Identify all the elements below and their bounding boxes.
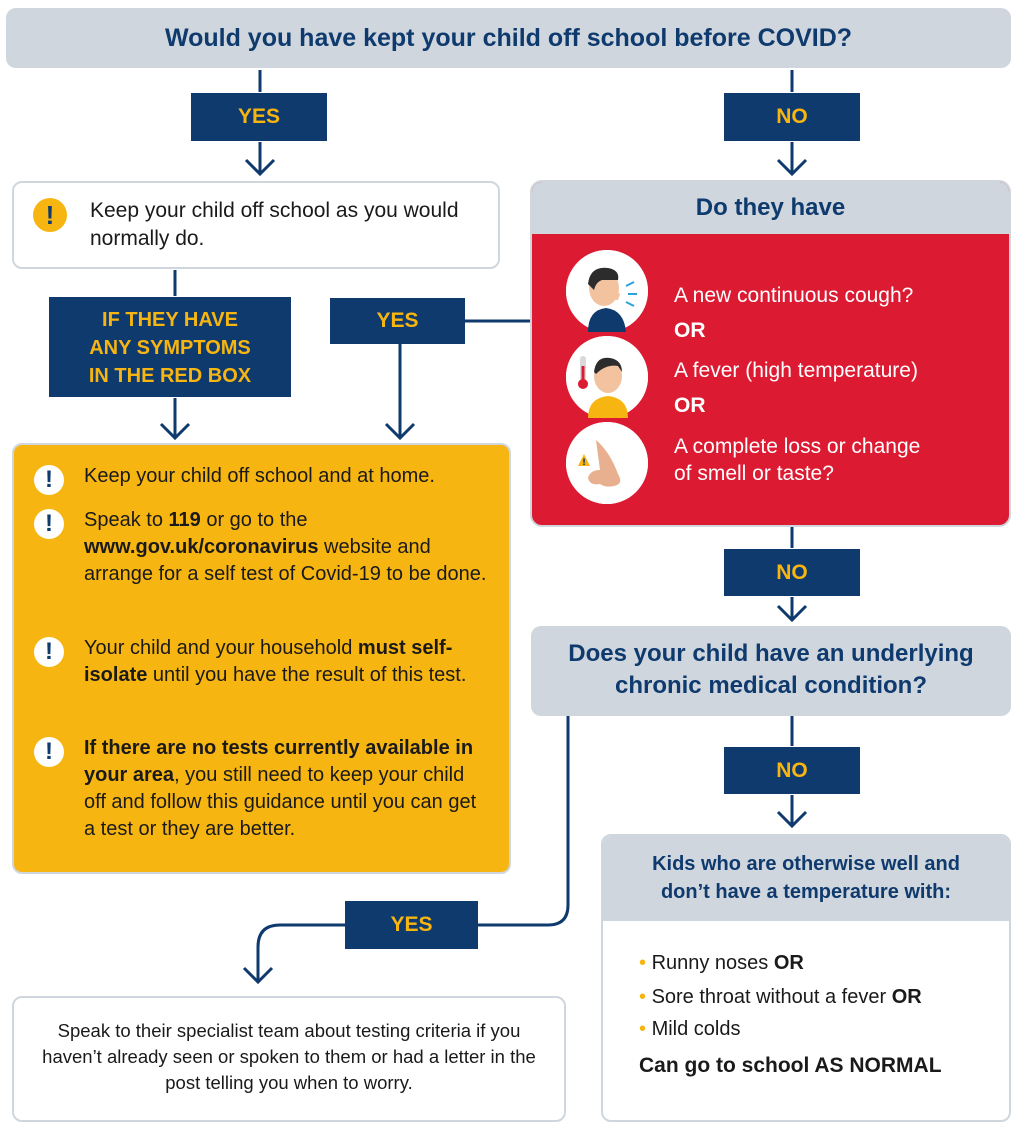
- self-isolate-box: ! Keep your child off school and at home…: [12, 443, 511, 874]
- svg-text:!: !: [582, 458, 586, 468]
- warning-icon: !: [33, 198, 67, 232]
- kids-item-runny: • Runny noses OR: [639, 952, 804, 974]
- if-symptoms-line-3: IN THE RED BOX: [88, 365, 252, 387]
- no-pill-mid: NO: [724, 549, 860, 596]
- question-top-banner: [6, 8, 1011, 68]
- symptom-smell-2: of smell or taste?: [674, 462, 834, 485]
- nose-avatar-icon: !: [566, 422, 648, 504]
- keep-off-box: [12, 181, 500, 269]
- kids-head-line-2: don’t have a temperature with:: [660, 881, 952, 903]
- yes-pill-mid: YES: [330, 298, 465, 344]
- cough-avatar-icon: [566, 250, 648, 332]
- can-go-text: Can go to school AS NORMAL: [639, 1054, 942, 1077]
- exclamation-icon: !: [34, 465, 64, 495]
- kids-panel: Kids who are otherwise well and don’t ha…: [601, 834, 1011, 1122]
- kids-head-line-1: Kids who are otherwise well and: [652, 853, 960, 875]
- kids-item-sore-throat: • Sore throat without a fever OR: [639, 986, 922, 1008]
- keep-off-text: Keep your child off school as you would …: [90, 199, 459, 250]
- exclamation-icon: !: [34, 737, 64, 767]
- symptom-or-2: OR: [674, 394, 706, 417]
- no-pill-top: NO: [724, 93, 860, 141]
- kids-item-mild-colds: • Mild colds: [639, 1018, 741, 1040]
- fever-avatar-icon: [566, 336, 648, 418]
- specialist-text: Speak to their specialist team about tes…: [42, 1020, 536, 1093]
- specialist-box: Speak to their specialist team about tes…: [12, 996, 566, 1122]
- exclamation-icon: !: [34, 637, 64, 667]
- if-symptoms-box: IF THEY HAVE ANY SYMPTOMS IN THE RED BOX: [49, 297, 291, 397]
- question-top-text: Would you have kept your child off schoo…: [164, 24, 853, 52]
- exclamation-icon: !: [34, 509, 64, 539]
- symptom-or-1: OR: [674, 319, 706, 342]
- symptom-fever: A fever (high temperature): [674, 359, 918, 382]
- yes-pill-bottom: YES: [345, 901, 478, 949]
- guidance-item-4: ! If there are no tests currently availa…: [34, 735, 491, 843]
- symptom-smell-1: A complete loss or change: [674, 435, 921, 458]
- guidance-item-2: ! Speak to 119 or go to the www.gov.uk/c…: [34, 507, 491, 588]
- symptom-cough: A new continuous cough?: [674, 284, 914, 307]
- yes-pill-top: YES: [191, 93, 327, 141]
- guidance-item-1: ! Keep your child off school and at home…: [34, 463, 491, 495]
- do-they-have-header: Do they have: [532, 182, 1009, 234]
- guidance-item-3: ! Your child and your household must sel…: [34, 635, 491, 689]
- underlying-line-2: chronic medical condition?: [614, 672, 928, 699]
- underlying-line-1: Does your child have an underlying: [568, 640, 974, 667]
- no-pill-lower: NO: [724, 747, 860, 794]
- kids-panel-header: Kids who are otherwise well and don’t ha…: [603, 836, 1009, 921]
- if-symptoms-line-2: ANY SYMPTOMS: [89, 337, 251, 359]
- underlying-condition-box: Does your child have an underlying chron…: [531, 626, 1011, 716]
- if-symptoms-line-1: IF THEY HAVE: [102, 309, 238, 331]
